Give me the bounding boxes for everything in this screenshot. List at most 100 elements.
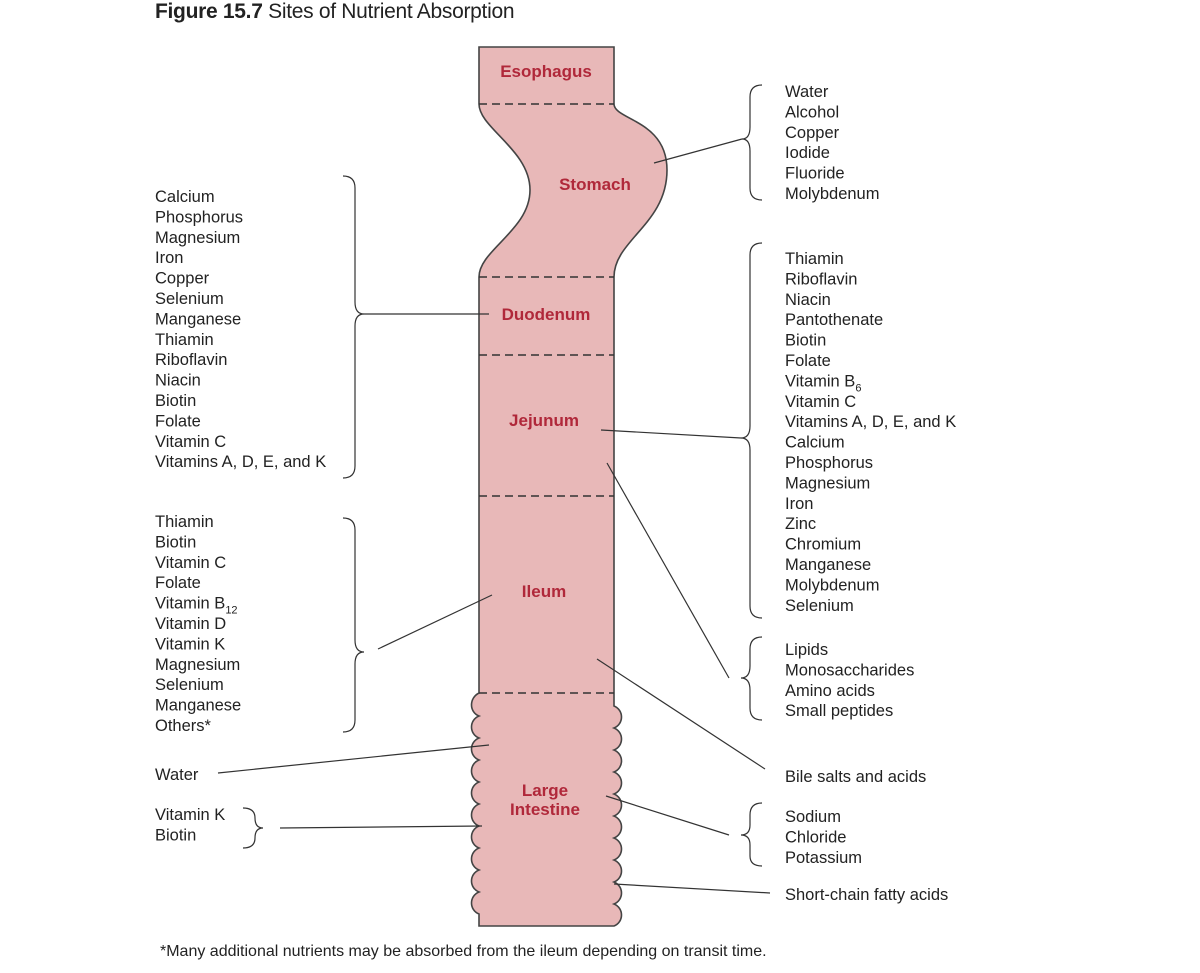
nutrient-item: Thiamin xyxy=(155,513,214,531)
nutrient-item: Vitamins A, D, E, and K xyxy=(155,453,326,471)
leader-large-intestine-vitamins xyxy=(279,825,483,829)
nutrient-item: Manganese xyxy=(155,310,241,328)
nutrient-item: Thiamin xyxy=(155,331,214,349)
nutrient-item: Bile salts and acids xyxy=(785,768,926,786)
nutrient-item: Amino acids xyxy=(785,682,875,700)
nutrient-item: Manganese xyxy=(155,697,241,715)
brace-jejunum-macro xyxy=(740,636,763,721)
nutrient-item: Iron xyxy=(155,249,183,267)
label-duodenum: Duodenum xyxy=(502,305,591,324)
nutrient-item: Selenium xyxy=(785,597,854,615)
nutrient-item: Molybdenum xyxy=(785,576,879,594)
leader-jejunum-macro xyxy=(606,462,730,679)
nutrient-item: Biotin xyxy=(155,392,196,410)
nutrient-item: Chromium xyxy=(785,536,861,554)
nutrient-item: Vitamins A, D, E, and K xyxy=(785,413,956,431)
leader-large-intestine-fatty xyxy=(613,883,771,894)
brace-ileum xyxy=(342,517,365,733)
nutrient-list-large-intestine-water: Water xyxy=(155,766,199,784)
nutrient-item: Riboflavin xyxy=(785,270,857,288)
nutrient-item: Vitamin C xyxy=(155,554,226,572)
label-ileum: Ileum xyxy=(522,582,566,601)
nutrient-item: Fluoride xyxy=(785,165,845,183)
nutrient-item: Water xyxy=(785,83,829,101)
leader-large-intestine-water xyxy=(217,744,490,774)
nutrient-item: Lipids xyxy=(785,641,828,659)
nutrient-item: Phosphorus xyxy=(155,208,243,226)
nutrient-item: Monosaccharides xyxy=(785,661,914,679)
nutrient-item: Vitamin B6 xyxy=(785,372,861,394)
nutrient-item: Zinc xyxy=(785,515,816,533)
nutrient-item: Iodide xyxy=(785,144,830,162)
label-large-intestine-line2: Intestine xyxy=(510,800,580,819)
nutrient-item: Thiamin xyxy=(785,250,844,268)
footnote: *Many additional nutrients may be absorb… xyxy=(160,943,767,960)
figure-number: Figure 15.7 xyxy=(155,0,263,23)
nutrient-item: Sodium xyxy=(785,808,841,826)
nutrient-item: Vitamin K xyxy=(155,635,225,653)
nutrient-item: Folate xyxy=(785,352,831,370)
nutrient-item: Magnesium xyxy=(155,229,240,247)
nutrient-item: Niacin xyxy=(155,372,201,390)
nutrient-item: Chloride xyxy=(785,828,846,846)
nutrient-item: Alcohol xyxy=(785,103,839,121)
nutrient-item: Folate xyxy=(155,574,201,592)
nutrient-item: Short-chain fatty acids xyxy=(785,886,948,904)
nutrient-item: Iron xyxy=(785,495,813,513)
nutrient-item: Vitamin C xyxy=(785,393,856,411)
nutrient-item: Manganese xyxy=(785,556,871,574)
nutrient-list-large-intestine-vitamins: Vitamin K Biotin xyxy=(155,806,225,844)
leader-jejunum xyxy=(600,429,742,439)
nutrient-item: Folate xyxy=(155,412,201,430)
nutrient-item: Small peptides xyxy=(785,702,893,720)
nutrient-item: Selenium xyxy=(155,676,224,694)
nutrient-item: Biotin xyxy=(155,826,196,844)
brace-large-intestine-vitamins xyxy=(242,807,264,849)
nutrient-item: Vitamin B12 xyxy=(155,595,238,617)
nutrient-item: Vitamin C xyxy=(155,433,226,451)
brace-large-intestine-electrolytes xyxy=(740,802,763,867)
nutrient-item: Others* xyxy=(155,717,212,735)
nutrient-item: Magnesium xyxy=(785,474,870,492)
brace-stomach xyxy=(741,84,763,201)
nutrient-item: Biotin xyxy=(155,533,196,551)
nutrient-list-large-intestine-fatty: Short-chain fatty acids xyxy=(785,886,948,904)
nutrient-item: Niacin xyxy=(785,291,831,309)
nutrient-item: Water xyxy=(155,766,199,784)
nutrient-item: Copper xyxy=(785,124,840,142)
nutrient-item: Vitamin K xyxy=(155,806,225,824)
nutrient-item: Vitamin D xyxy=(155,615,226,633)
nutrient-list-ileum-right: Bile salts and acids xyxy=(785,768,926,786)
nutrient-item: Pantothenate xyxy=(785,311,883,329)
nutrient-item: Copper xyxy=(155,270,210,288)
brace-duodenum xyxy=(342,175,365,479)
leader-large-intestine-electrolytes xyxy=(605,795,730,836)
nutrient-item: Molybdenum xyxy=(785,185,879,203)
label-stomach: Stomach xyxy=(559,175,631,194)
label-esophagus: Esophagus xyxy=(500,62,592,81)
digestive-tract xyxy=(470,46,668,927)
figure-caption: Sites of Nutrient Absorption xyxy=(268,0,515,23)
figure-title: Figure 15.7 Sites of Nutrient Absorption xyxy=(155,0,515,24)
nutrient-item: Magnesium xyxy=(155,656,240,674)
leader-stomach xyxy=(653,138,743,164)
nutrient-item: Potassium xyxy=(785,849,862,867)
leader-ileum xyxy=(377,594,493,650)
nutrient-item: Selenium xyxy=(155,290,224,308)
brace-jejunum xyxy=(740,242,763,619)
nutrient-item: Riboflavin xyxy=(155,351,227,369)
nutrient-item: Phosphorus xyxy=(785,454,873,472)
label-jejunum: Jejunum xyxy=(509,411,579,430)
nutrient-item: Calcium xyxy=(785,434,845,452)
label-large-intestine-line1: Large xyxy=(522,781,568,800)
leader-ileum-bile xyxy=(596,658,766,770)
nutrient-item: Biotin xyxy=(785,332,826,350)
nutrient-item: Calcium xyxy=(155,188,215,206)
